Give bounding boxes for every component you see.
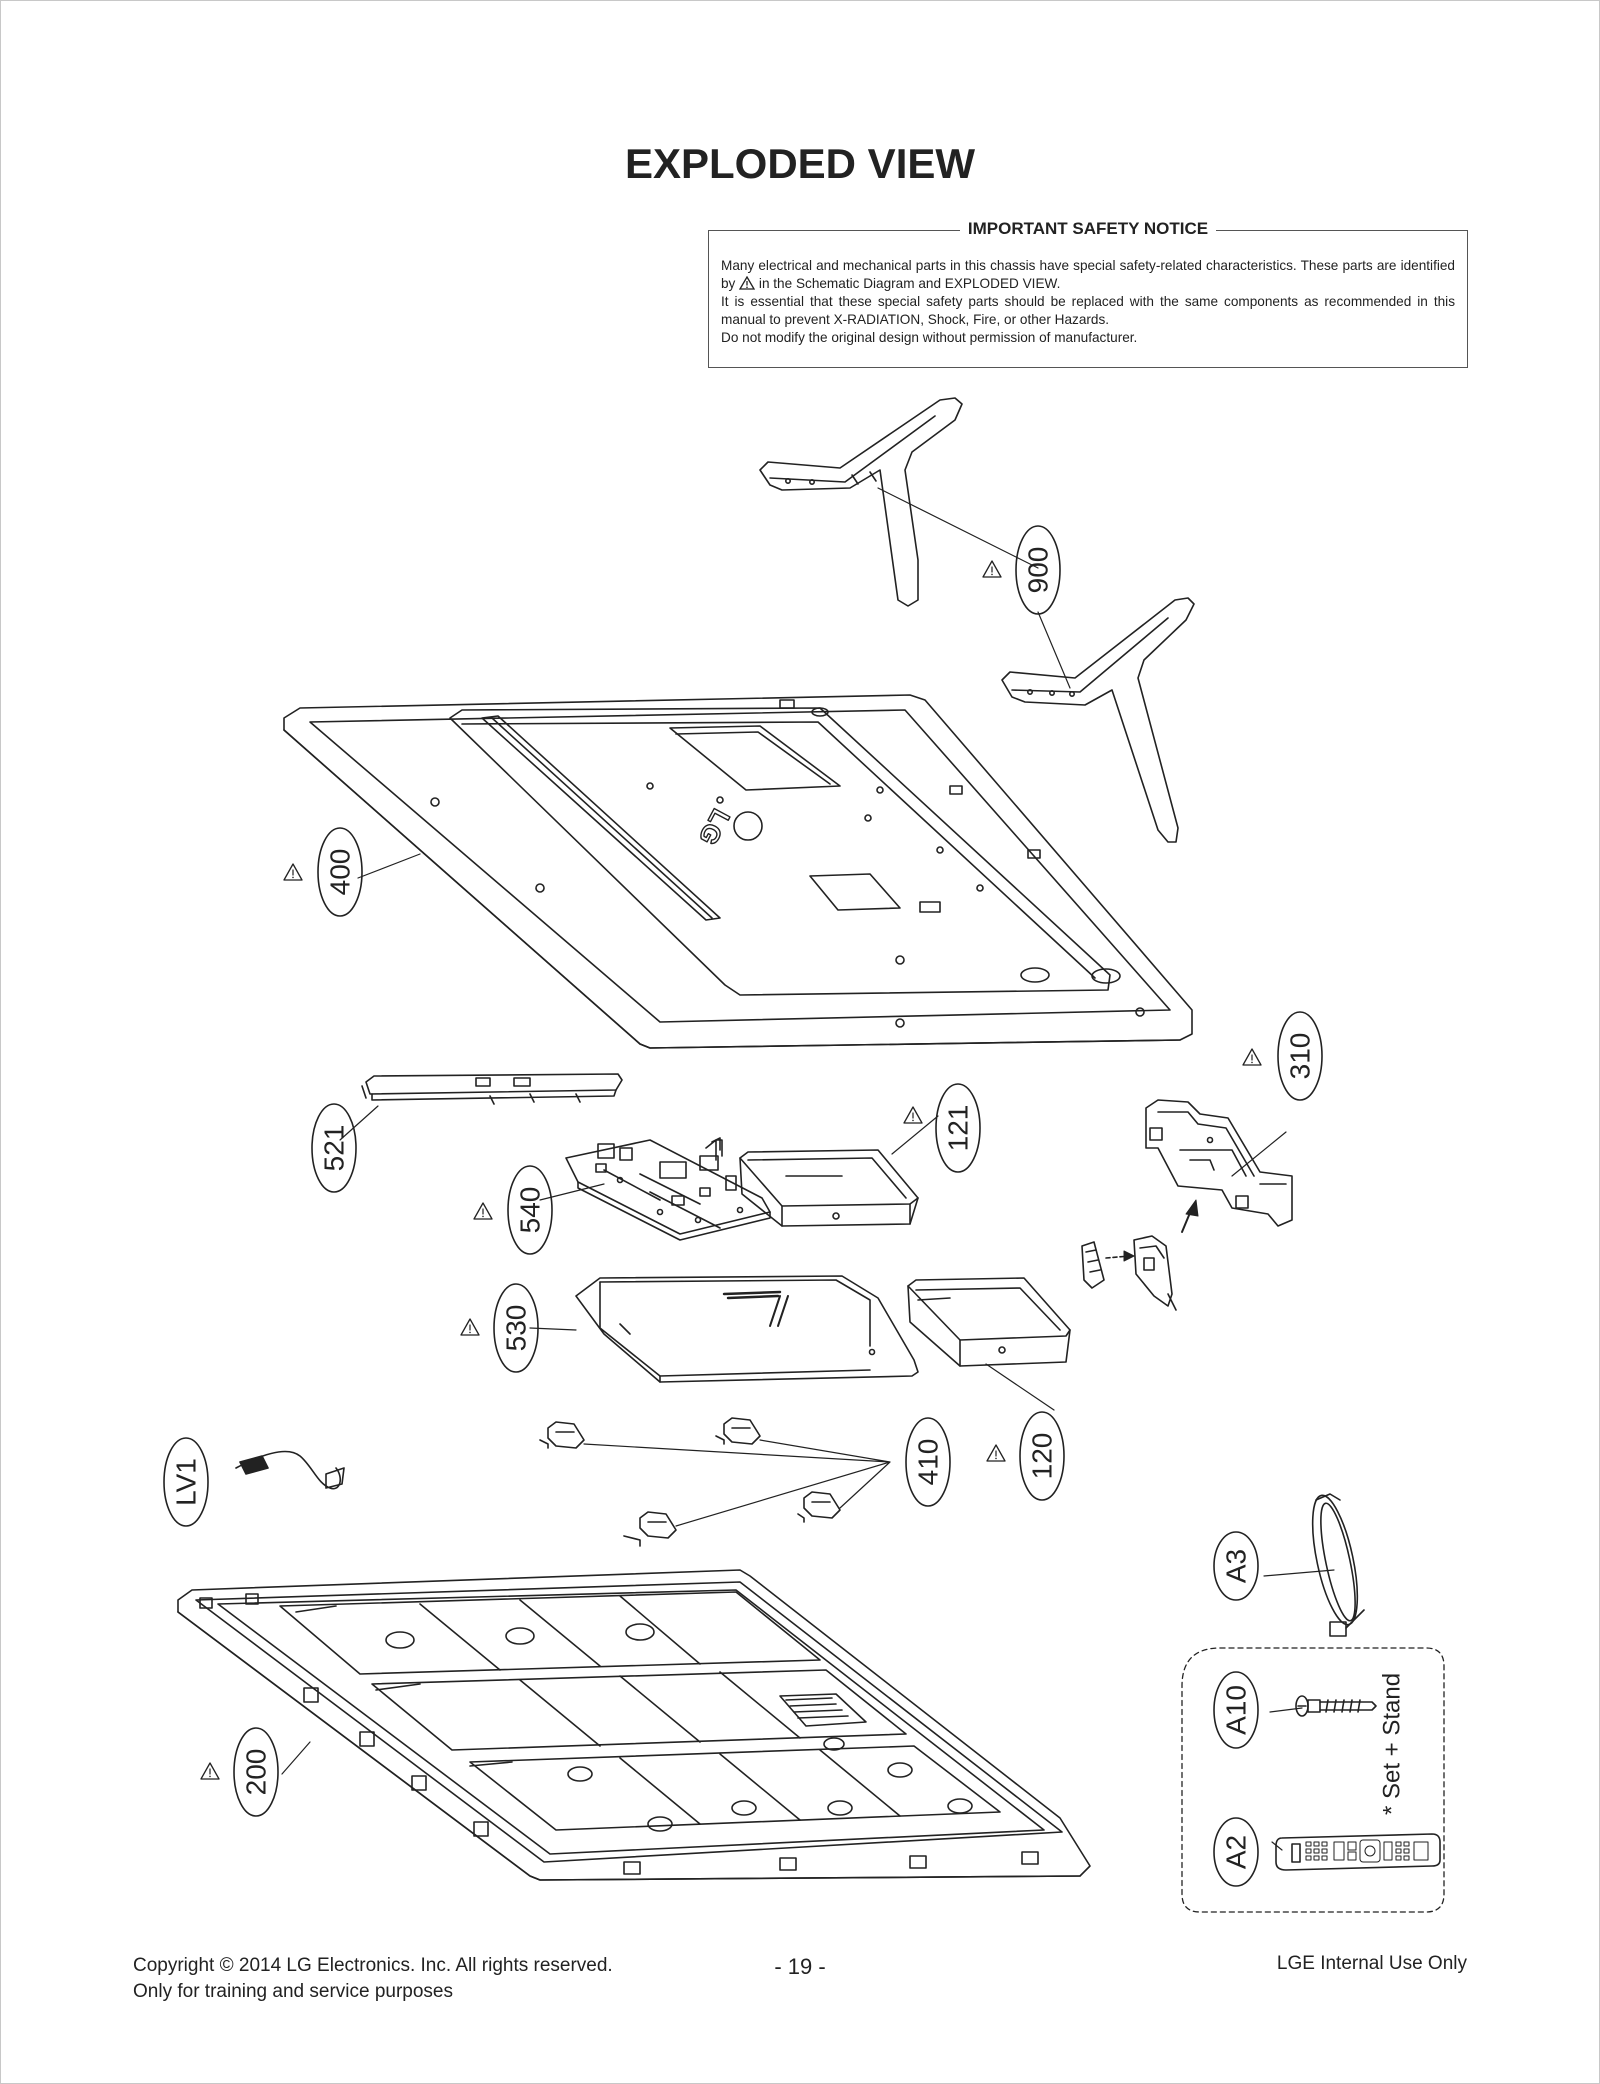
callout-521: 521	[311, 1103, 357, 1193]
bracket-part-410	[539, 1417, 841, 1547]
warning-200-icon	[200, 1762, 220, 1780]
svg-text:A2: A2	[1221, 1835, 1252, 1869]
warning-400-icon	[283, 863, 303, 881]
safety-notice-heading: IMPORTANT SAFETY NOTICE	[959, 219, 1217, 238]
safety-notice-box: IMPORTANT SAFETY NOTICE Many electrical …	[708, 219, 1468, 368]
callout-120: 120	[1019, 1411, 1065, 1501]
page-title: EXPLODED VIEW	[624, 140, 976, 187]
bracket-part-521	[361, 1073, 623, 1105]
stand-part-900	[759, 397, 1195, 843]
speaker-part-120	[907, 1277, 1071, 1367]
svg-text:120: 120	[1027, 1433, 1058, 1480]
callout-900: 900	[1015, 525, 1061, 615]
svg-text:121: 121	[943, 1105, 974, 1152]
leader-lines	[281, 487, 1335, 1851]
svg-text:200: 200	[241, 1749, 272, 1796]
notice-line1-pre: Many electrical and mechanical parts in …	[721, 258, 1455, 291]
warning-310-icon	[1242, 1048, 1262, 1066]
svg-text:530: 530	[501, 1305, 532, 1352]
callout-a10: A10	[1213, 1671, 1259, 1749]
svg-text:540: 540	[515, 1187, 546, 1234]
warning-530-icon	[460, 1318, 480, 1336]
copyright-line1: Copyright © 2014 LG Electronics. Inc. Al…	[133, 1955, 613, 1976]
safety-notice-text: Many electrical and mechanical parts in …	[721, 257, 1455, 347]
callout-530: 530	[493, 1283, 539, 1373]
shield-part-121	[739, 1149, 919, 1227]
callout-121: 121	[935, 1083, 981, 1173]
warning-900-icon	[982, 560, 1002, 578]
copyright: Copyright © 2014 LG Electronics. Inc. Al…	[133, 1953, 613, 2005]
cable-part-lv1	[235, 1450, 345, 1490]
copyright-line2: Only for training and service purposes	[133, 1981, 453, 2002]
screw-part-a10	[1295, 1695, 1377, 1717]
svg-text:400: 400	[325, 849, 356, 896]
warning-540-icon	[473, 1202, 493, 1220]
warning-121-icon	[903, 1106, 923, 1124]
notice-line2: It is essential that these special safet…	[721, 294, 1455, 327]
callout-410: 410	[905, 1417, 951, 1507]
notice-line3: Do not modify the original design withou…	[721, 330, 1138, 345]
power-cord-part-a3	[1311, 1493, 1365, 1637]
svg-text:410: 410	[913, 1439, 944, 1486]
page-number: - 19 -	[774, 1954, 826, 1979]
callout-a3: A3	[1213, 1531, 1259, 1601]
callout-540: 540	[507, 1165, 553, 1255]
remote-part-a2	[1275, 1833, 1441, 1871]
frame-part-200	[177, 1569, 1091, 1881]
notice-line1-post: in the Schematic Diagram and EXPLODED VI…	[758, 276, 1061, 291]
svg-text:521: 521	[319, 1125, 350, 1172]
back-cover-part-400: LG	[283, 694, 1193, 1049]
accessory-group-box	[1181, 1647, 1445, 1913]
lg-logo: LG	[693, 804, 736, 850]
svg-text:A3: A3	[1221, 1549, 1252, 1583]
callout-200: 200	[233, 1727, 279, 1817]
svg-text:310: 310	[1285, 1033, 1316, 1080]
main-board-part-540	[565, 1137, 771, 1241]
bracket-part-310	[1145, 1099, 1293, 1227]
callout-a2: A2	[1213, 1817, 1259, 1887]
accessory-note: * Set + Stand	[1379, 1673, 1406, 1815]
svg-text:900: 900	[1023, 547, 1054, 594]
callout-lv1: LV1	[163, 1437, 209, 1527]
jack-module	[1081, 1235, 1177, 1311]
svg-text:LV1: LV1	[171, 1458, 202, 1506]
callout-310: 310	[1277, 1011, 1323, 1101]
callout-400: 400	[317, 827, 363, 917]
power-board-part-530	[575, 1275, 919, 1383]
warning-120-icon	[986, 1444, 1006, 1462]
warning-triangle-icon	[739, 276, 756, 290]
internal-use-label: LGE Internal Use Only	[1276, 1953, 1467, 1974]
svg-text:A10: A10	[1221, 1685, 1252, 1735]
